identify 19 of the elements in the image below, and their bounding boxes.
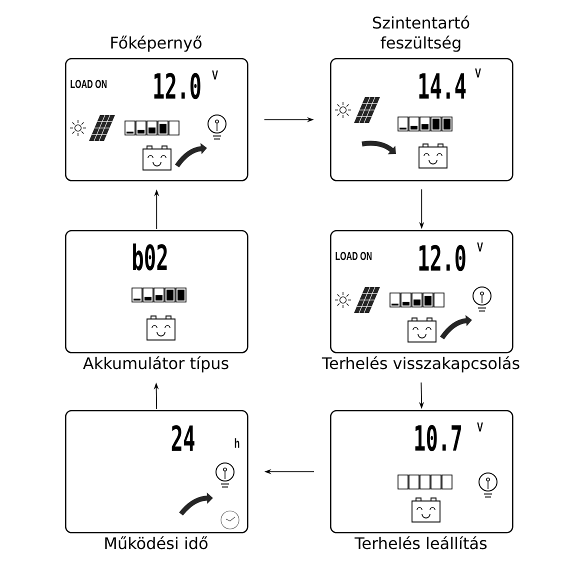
status-text: LOAD ON: [336, 252, 372, 260]
lcd-reading: b02: [133, 244, 167, 270]
unit-label: V: [477, 422, 483, 432]
unit-label: V: [212, 70, 218, 80]
unit-label: h: [234, 438, 240, 448]
lcd-reading: 12.0: [419, 244, 466, 272]
lcd-reading: 14.4: [419, 73, 466, 99]
screen-caption: Szintentartó feszültség: [373, 16, 470, 52]
unit-label: V: [477, 242, 483, 252]
screen-caption: Működési idő: [105, 536, 208, 550]
screen-caption: Terhelés leállítás: [354, 536, 487, 550]
lcd-reading: 10.7: [415, 424, 462, 452]
lcd-reading: 24: [172, 425, 194, 451]
screen-caption: Főképernyő: [111, 36, 202, 52]
unit-label: V: [475, 68, 481, 78]
status-text: LOAD ON: [70, 80, 107, 88]
screen-caption: Terhelés visszakapcsolás: [322, 356, 520, 372]
screen-caption: Akkumulátor típus: [83, 356, 228, 372]
lcd-reading: 12.0: [154, 72, 200, 100]
